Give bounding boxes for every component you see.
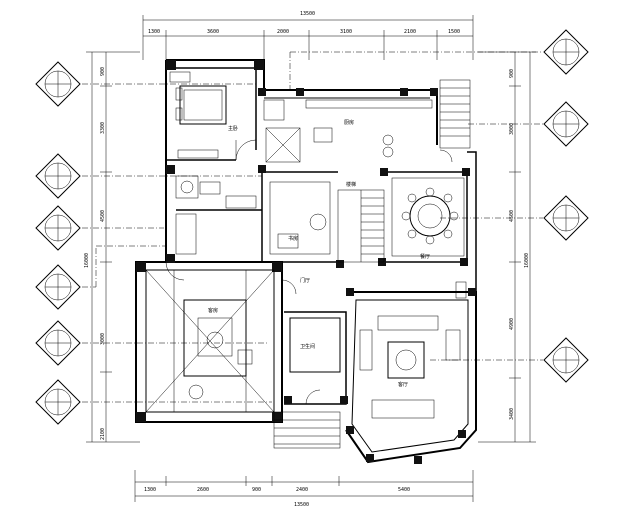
room-label-dining: 餐厅 [420,253,430,260]
elevation-index-icon [543,101,589,147]
left-dimension-1: 900 [100,67,106,76]
top-dimension-1: 1300 [148,29,160,35]
right-dimension-chain: 900 3000 4500 4900 3400 16000 [478,51,536,443]
bottom-dimension-1: 1300 [144,487,156,493]
bedroom-furniture [169,71,227,159]
top-dimension-5: 2100 [404,29,416,35]
left-dimension-4: 3000 [100,333,106,345]
west-lounge [145,269,275,413]
bottom-dimension-4: 2400 [296,487,308,493]
index-leader-lines [82,51,543,403]
bottom-dimension-3: 900 [252,487,261,493]
left-dimension-2: 3300 [100,122,106,134]
elevation-index-icon [35,379,81,425]
bottom-dimension-5: 5400 [398,487,410,493]
bathroom-fixtures [175,175,257,255]
top-dimension-3: 2000 [277,29,289,35]
right-dimension-4: 4900 [509,318,515,330]
right-overall-dimension: 16000 [524,253,530,268]
top-dimension-6: 1500 [448,29,460,35]
elevation-symbols-right [543,29,589,383]
room-label-study: 书房 [288,235,298,242]
room-labels: 主卧 厨房 书房 餐厅 楼梯 门厅 客厅 客房 卫生间 [208,119,430,388]
living-room-furniture [359,281,467,419]
doors [165,139,453,405]
left-dimension-chain: 900 3300 4500 3000 2100 16000 [84,51,140,443]
top-overall-dimension: 13500 [300,11,315,17]
elevation-symbols-left [35,61,81,425]
right-dimension-2: 3000 [509,123,515,135]
elevation-index-icon [543,29,589,75]
dining-set [391,177,465,257]
room-label-stair: 楼梯 [346,181,356,188]
left-dimension-3: 4500 [100,210,106,222]
columns [136,60,476,464]
entrance-stair [273,411,341,449]
room-label-living: 客厅 [398,381,408,388]
bottom-dimension-chain: 1300 2600 900 2400 5400 13500 [134,470,474,508]
room-label-toilet: 卫生间 [300,343,315,350]
bottom-overall-dimension: 13500 [294,502,309,508]
left-overall-dimension: 16000 [84,253,90,268]
left-dimension-5: 2100 [100,428,106,440]
right-dimension-1: 900 [509,69,515,78]
elevation-index-icon [543,195,589,241]
right-dimension-5: 3400 [509,408,515,420]
room-label-kitchen: 厨房 [344,119,354,126]
room-label-guest: 客房 [208,307,218,314]
room-label-entrance: 门厅 [300,277,310,284]
elevation-index-icon [543,337,589,383]
top-dimension-chain: 13500 1300 3600 2000 3100 2100 1500 [142,11,474,60]
elevation-index-icon [35,205,81,251]
top-dimension-4: 3100 [340,29,352,35]
elevation-index-icon [35,153,81,199]
top-dimension-2: 3600 [207,29,219,35]
bottom-dimension-2: 2600 [197,487,209,493]
elevation-index-icon [35,320,81,366]
study-area [269,181,331,255]
stair-north [439,79,471,149]
elevation-index-icon [35,61,81,107]
kitchen-fixtures [263,99,433,163]
room-label-bedroom: 主卧 [228,125,238,132]
main-stair [337,189,385,263]
elevation-index-icon [35,264,81,310]
right-dimension-3: 4500 [509,210,515,222]
